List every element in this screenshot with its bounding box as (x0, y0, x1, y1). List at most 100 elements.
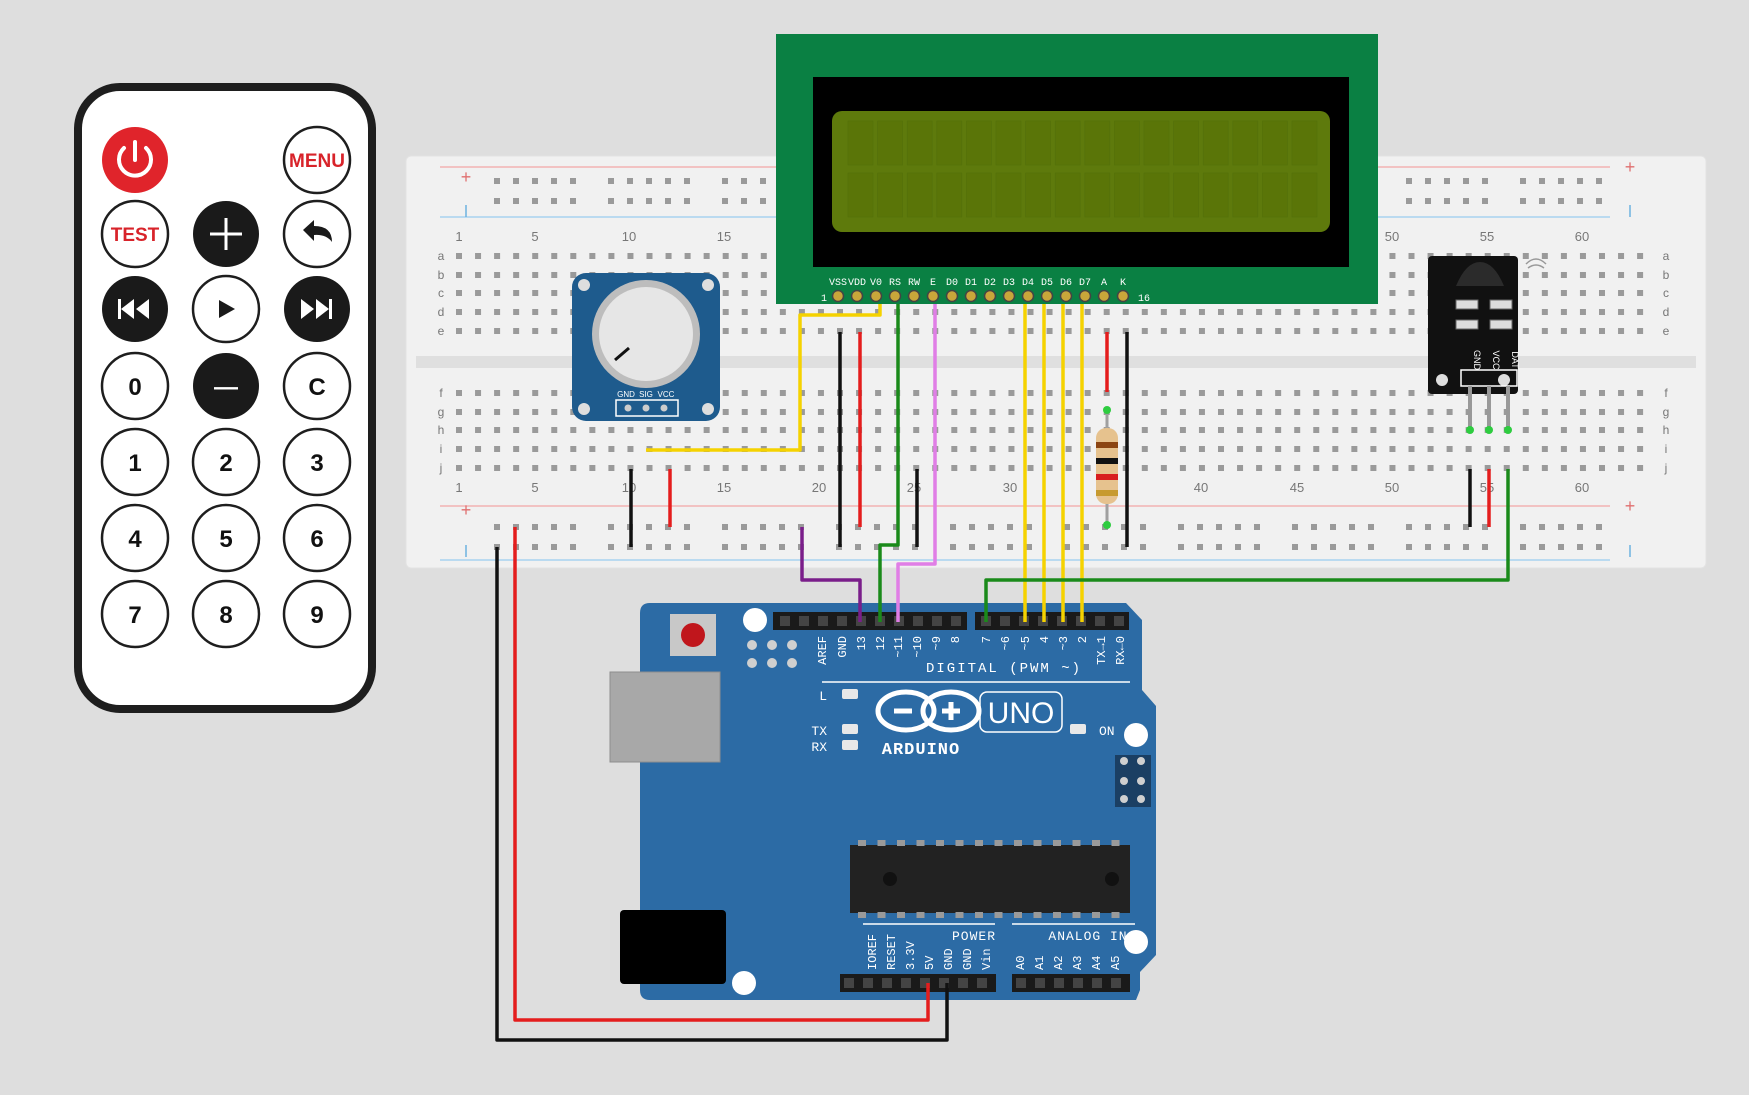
seven-label: 7 (128, 602, 141, 629)
breadboard-hole (1237, 328, 1244, 334)
header-pin[interactable] (1073, 978, 1083, 988)
ir-remote[interactable]: MENU TEST (74, 83, 376, 713)
three-button[interactable]: 3 (282, 427, 352, 497)
zero-button[interactable]: 0 (100, 351, 170, 421)
breadboard-hole (551, 446, 558, 452)
rail-hole (551, 178, 557, 184)
five-button[interactable]: 5 (191, 503, 261, 573)
four-button[interactable]: 4 (100, 503, 170, 573)
header-pin[interactable] (1054, 978, 1064, 988)
lcd-pin[interactable] (1097, 289, 1111, 303)
header-pin[interactable] (951, 616, 961, 626)
header-pin[interactable] (913, 616, 923, 626)
lcd-pin[interactable] (869, 289, 883, 303)
lcd-pin[interactable] (1078, 289, 1092, 303)
breadboard-hole (1160, 309, 1167, 315)
breadboard-hole (532, 253, 539, 259)
eight-button[interactable]: 8 (191, 579, 261, 649)
rail-hole (1520, 524, 1526, 530)
menu-button[interactable]: MENU (282, 125, 352, 195)
lcd-pin[interactable] (983, 289, 997, 303)
two-button[interactable]: 2 (191, 427, 261, 497)
breadboard-hole (589, 465, 596, 471)
lcd-pin[interactable] (964, 289, 978, 303)
header-pin[interactable] (932, 616, 942, 626)
previous-button[interactable] (102, 276, 168, 342)
potentiometer[interactable]: GND SIG VCC (572, 273, 720, 421)
lcd-pin[interactable] (831, 289, 845, 303)
breadboard-hole (760, 253, 767, 259)
lcd-cell (1291, 172, 1318, 218)
header-pin[interactable] (780, 616, 790, 626)
lcd-pin[interactable] (907, 289, 921, 303)
play-button[interactable] (191, 274, 261, 344)
ir-receiver-module[interactable]: GND VCC DAT (1428, 256, 1547, 434)
rail-hole (665, 198, 671, 204)
lcd-pin[interactable] (888, 289, 902, 303)
lcd-pin[interactable] (1021, 289, 1035, 303)
breadboard-hole (684, 253, 691, 259)
header-pin[interactable] (1035, 978, 1045, 988)
lcd-pin[interactable] (1040, 289, 1054, 303)
header-pin[interactable] (844, 978, 854, 988)
breadboard-hole (684, 465, 691, 471)
plus-button[interactable] (193, 201, 259, 267)
header-pin[interactable] (901, 978, 911, 988)
breadboard-hole (646, 253, 653, 259)
lcd-pin[interactable] (850, 289, 864, 303)
lcd-pin[interactable] (1116, 289, 1130, 303)
lcd-pin[interactable] (945, 289, 959, 303)
header-pin[interactable] (1016, 978, 1026, 988)
next-button[interactable] (284, 276, 350, 342)
power-button[interactable] (102, 127, 168, 193)
rail-hole (893, 524, 899, 530)
lcd-pin[interactable] (926, 289, 940, 303)
reset-button[interactable] (670, 614, 716, 656)
breadboard-hole (475, 446, 482, 452)
header-pin[interactable] (1092, 978, 1102, 988)
one-button[interactable]: 1 (100, 427, 170, 497)
breadboard-hole (1218, 409, 1224, 415)
header-pin[interactable] (958, 978, 968, 988)
resistor[interactable] (1096, 406, 1118, 529)
seven-button[interactable]: 7 (100, 579, 170, 649)
arduino-logo-icon (875, 689, 982, 733)
header-pin[interactable] (863, 978, 873, 988)
lcd-pin[interactable] (1002, 289, 1016, 303)
header-pin[interactable] (1000, 616, 1010, 626)
header-pin[interactable] (818, 616, 828, 626)
row-label: e (1663, 324, 1670, 338)
breadboard-hole (1446, 427, 1453, 433)
header-pin[interactable] (1114, 616, 1124, 626)
nine-button[interactable]: 9 (282, 579, 352, 649)
back-button[interactable] (282, 199, 352, 269)
header-pin[interactable] (920, 978, 930, 988)
breadboard-hole (1599, 409, 1605, 415)
rail-hole (608, 524, 614, 530)
chip-pin (1072, 840, 1081, 846)
header-pin[interactable] (939, 978, 949, 988)
breadboard-hole (1141, 446, 1148, 452)
breadboard-hole (1579, 253, 1586, 259)
chip-pin (1111, 912, 1120, 918)
minus-button[interactable]: — (193, 353, 259, 419)
header-pin[interactable] (799, 616, 809, 626)
header-pin[interactable] (1111, 978, 1121, 988)
header-pin[interactable] (977, 978, 987, 988)
lcd-pin[interactable] (1059, 289, 1073, 303)
breadboard-hole (456, 446, 462, 452)
test-button[interactable]: TEST (100, 199, 170, 269)
rail-hole (969, 544, 975, 550)
breadboard-hole (1427, 446, 1434, 452)
breadboard-hole (532, 427, 539, 433)
six-button[interactable]: 6 (282, 503, 352, 573)
rail-hole (1539, 524, 1545, 530)
chip-pin (975, 912, 983, 918)
header-pin[interactable] (882, 978, 892, 988)
header-pin[interactable] (1095, 616, 1105, 626)
header-pin[interactable] (837, 616, 847, 626)
clear-button[interactable]: C (282, 351, 352, 421)
